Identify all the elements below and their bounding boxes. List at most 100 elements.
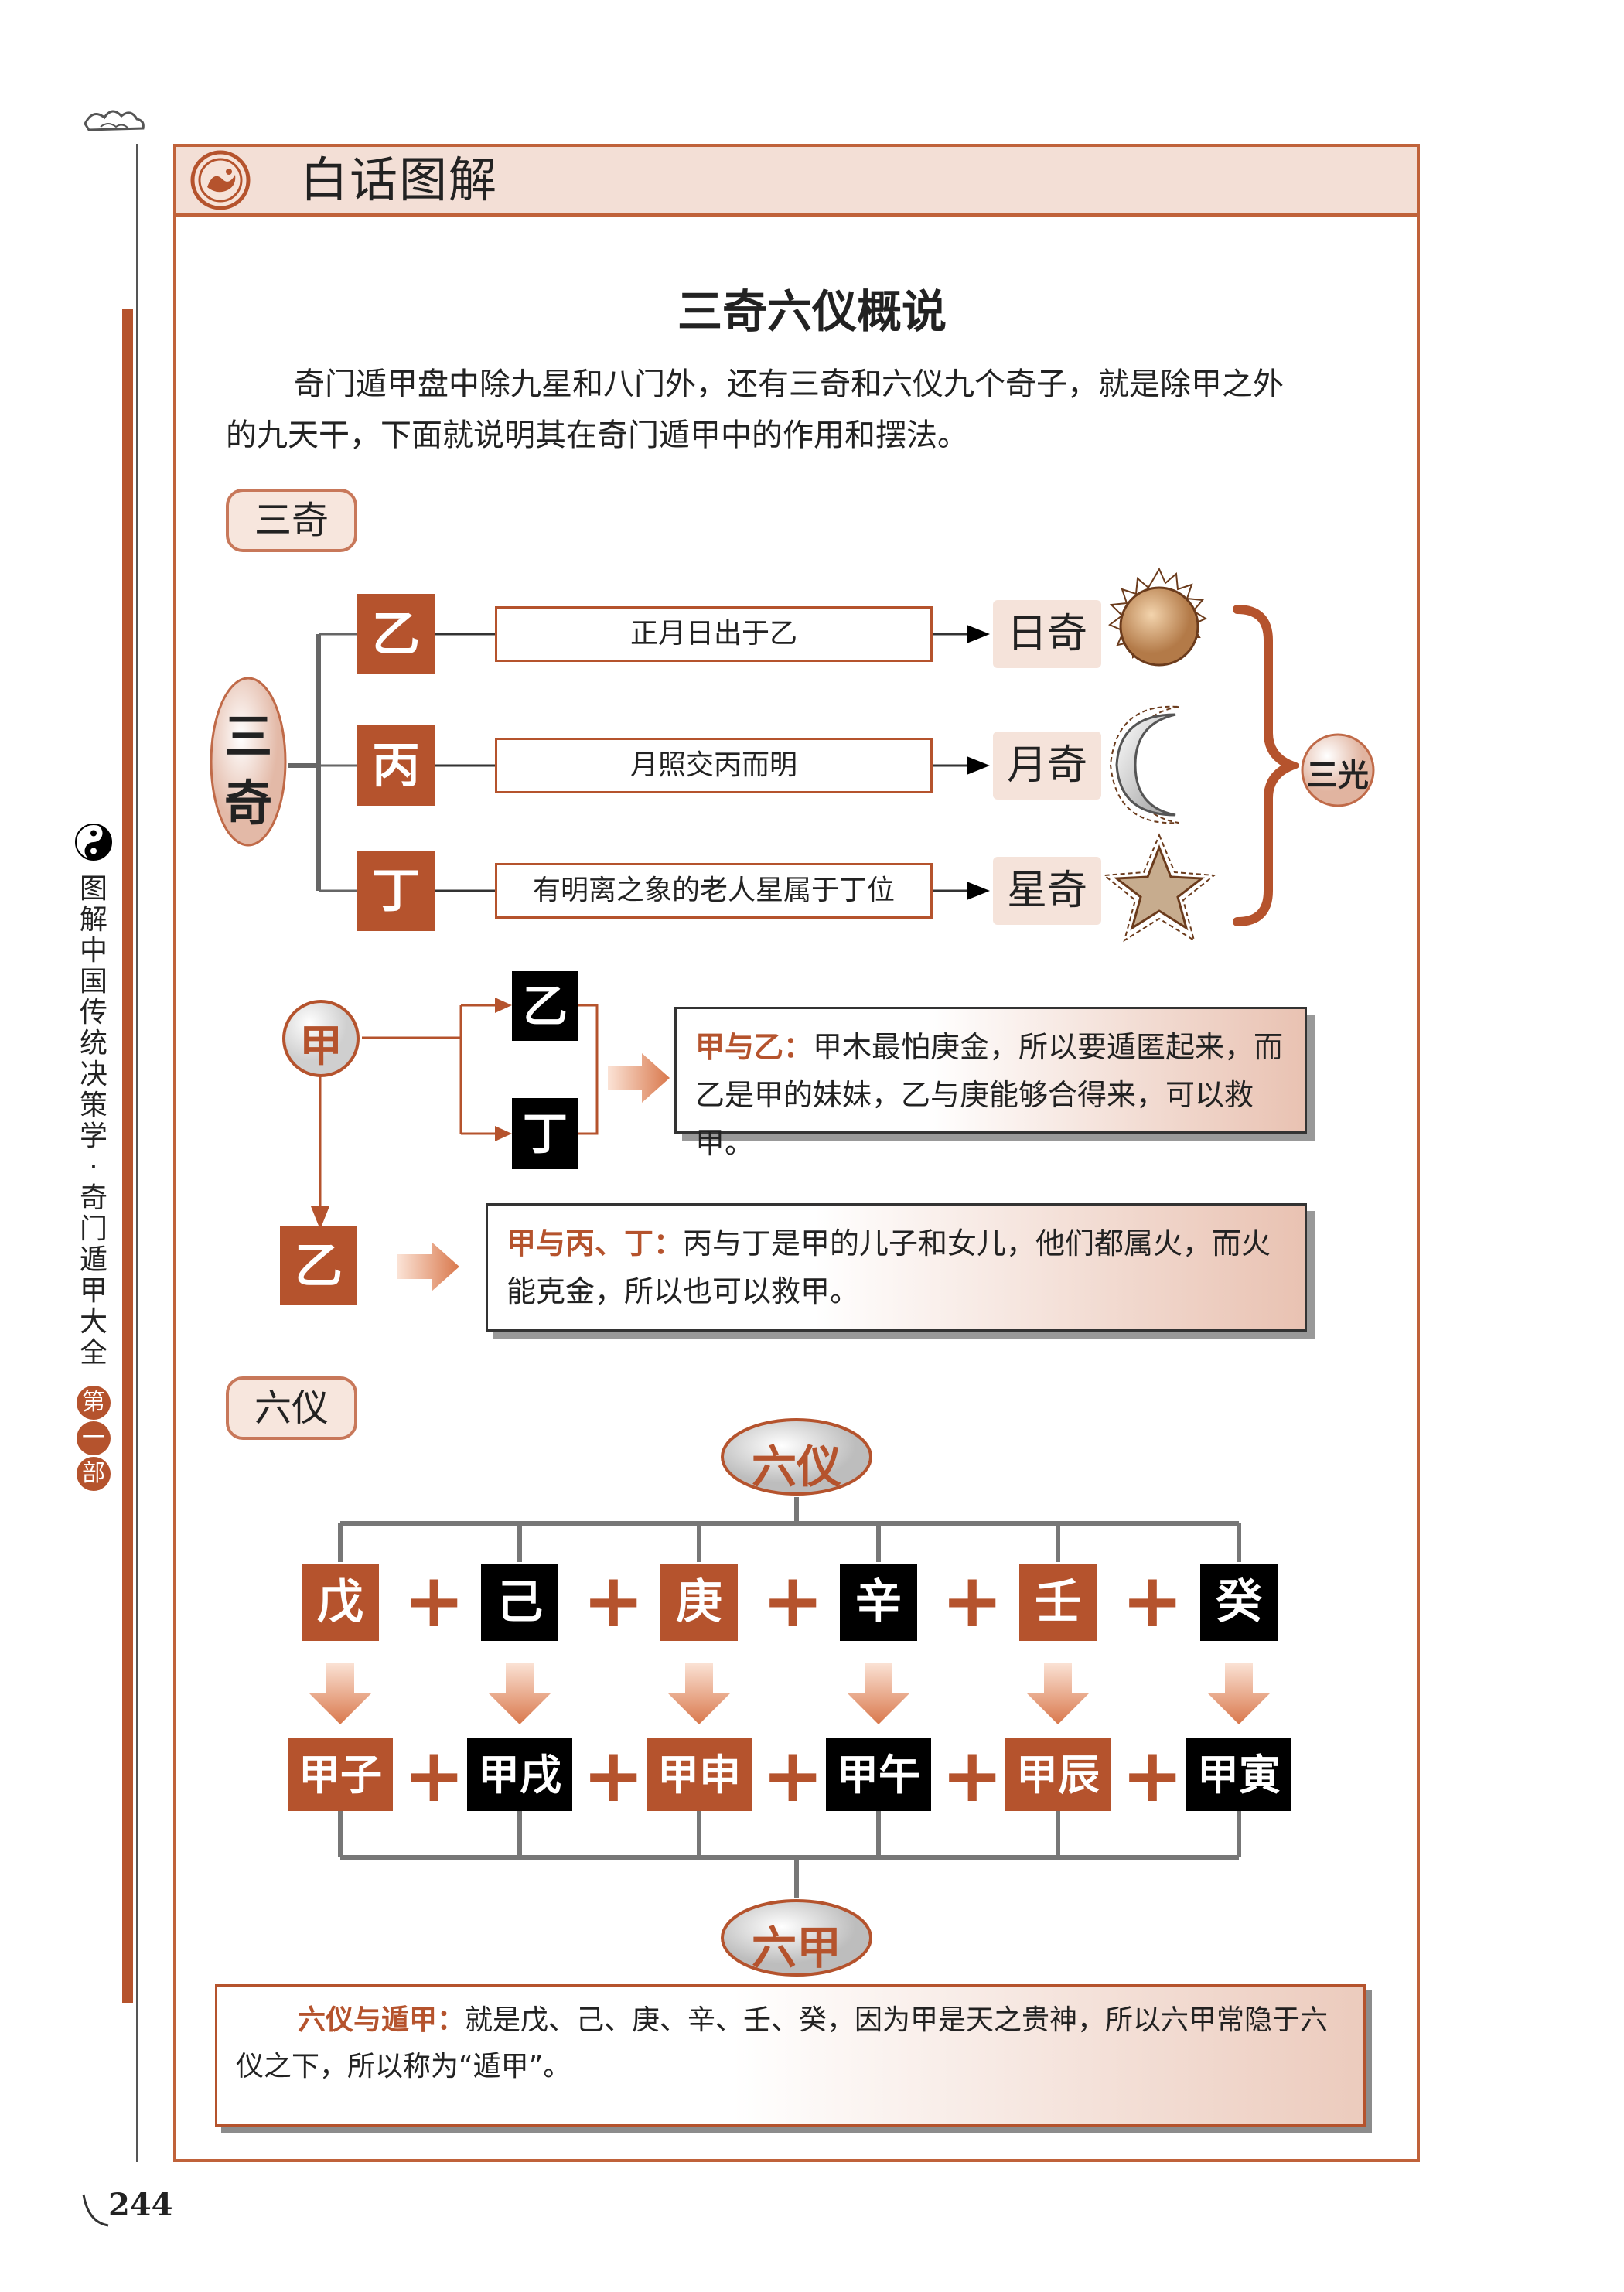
three-lights-brace: [1233, 605, 1299, 926]
plus-sign: +: [762, 1732, 824, 1819]
stem-box-bing: 丙: [357, 725, 435, 806]
series-title-char: 奇: [79, 1182, 107, 1214]
yin-yang-icon: [75, 824, 112, 861]
plus-sign: +: [403, 1732, 466, 1819]
note-jia-yi-line2: 乙是甲的妹妹，乙与庚能够合得来，可以救甲。: [695, 1078, 1254, 1160]
plus-sign: +: [582, 1557, 645, 1644]
note-liuyi-dunjia: 六仪与遁甲：就是戊、己、庚、辛、壬、癸，因为甲是天之贵神，所以六甲常隐于六 仪之…: [215, 1984, 1366, 2127]
three-lights-label: 三光: [1307, 758, 1369, 793]
liuyi-bottom-oval: [721, 1899, 872, 1977]
stem-box-ding-black: 丁: [512, 1098, 578, 1169]
liuyi-stem-box: 壬: [1019, 1564, 1097, 1641]
part-label-char: 第: [77, 1386, 111, 1420]
jia-connector-lines: [311, 998, 599, 1230]
note-liuyi-dunjia-line2: 仪之下，所以称为“遁甲”。: [236, 2051, 571, 2082]
stem-box-yi: 乙: [357, 594, 435, 674]
stem-box-yi-black: 乙: [512, 971, 578, 1041]
series-title-char: 门: [79, 1213, 107, 1245]
star-icon: [1102, 833, 1216, 943]
page-number: 244: [108, 2187, 173, 2223]
arrow-right-icon: [608, 1053, 670, 1103]
series-title-char: 国: [79, 966, 107, 998]
intro-line-2: 的九天干，下面就说明其在奇门遁甲中的作用和摆法。: [226, 418, 968, 453]
series-title-char: ·: [89, 1151, 98, 1183]
series-title-char: 决: [79, 1059, 107, 1090]
arrow-down-icon: [309, 1663, 371, 1724]
liuyi-jia-box: 甲子: [288, 1738, 393, 1811]
series-title-char: 学: [79, 1120, 107, 1152]
page-number-flourish-icon: [82, 2194, 109, 2227]
arrow-down-icon: [848, 1663, 909, 1724]
section-label-sanqi: 三奇: [226, 489, 357, 552]
sanqi-root-oval: [210, 677, 287, 847]
section-label-liuyi: 六仪: [226, 1376, 357, 1440]
note-jia-yi-lead: 甲与乙：: [695, 1029, 814, 1064]
series-title-char: 全: [79, 1337, 107, 1369]
jia-label: 甲: [299, 1021, 343, 1072]
stem-box-yi-lower: 乙: [280, 1226, 357, 1305]
dragon-emblem-icon: [190, 150, 251, 210]
banner-title: 白话图解: [300, 152, 499, 208]
liuyi-jia-box: 甲午: [826, 1738, 931, 1811]
arrow-down-icon: [1027, 1663, 1089, 1724]
part-label-char: 一: [77, 1421, 111, 1455]
gutter-line: [136, 144, 138, 2162]
plus-sign: +: [762, 1557, 824, 1644]
name-label-riqi: 日奇: [993, 600, 1101, 668]
sanqi-root-char-1: 三: [224, 708, 273, 765]
plus-sign: +: [403, 1557, 466, 1644]
note-jia-yi: 甲与乙：甲木最怕庚金，所以要遁匿起来，而 乙是甲的妹妹，乙与庚能够合得来，可以救…: [674, 1007, 1307, 1160]
sanqi-connector-lines: [288, 625, 990, 900]
plus-sign: +: [582, 1732, 645, 1819]
liuyi-jia-box: 甲戌: [467, 1738, 572, 1811]
liuyi-top-label: 六仪: [751, 1441, 841, 1493]
sidebar-bar: [122, 309, 133, 2003]
series-title-char: 大: [79, 1306, 107, 1338]
arrow-down-icon: [489, 1663, 551, 1724]
plus-sign: +: [1121, 1557, 1184, 1644]
sun-icon: [1108, 567, 1208, 667]
liuyi-connector-lines: [338, 1497, 1241, 1898]
plus-sign: +: [941, 1557, 1004, 1644]
series-title-char: 图: [79, 873, 107, 905]
stem-box-ding: 丁: [357, 851, 435, 931]
desc-box-bing: 月照交丙而明: [495, 738, 933, 793]
cloud-ornament-icon: [84, 110, 145, 131]
series-title-char: 遁: [79, 1244, 107, 1276]
arrow-down-icon: [1208, 1663, 1270, 1724]
header-banner: [173, 144, 1420, 217]
series-title-char: 统: [79, 1028, 107, 1059]
liuyi-stem-box: 庚: [660, 1564, 738, 1641]
series-title: 图解中国传统决策学·奇门遁甲大全: [74, 874, 113, 1369]
part-label-char: 部: [77, 1457, 111, 1491]
plus-sign: +: [1121, 1732, 1184, 1819]
liuyi-jia-box: 甲申: [647, 1738, 752, 1811]
page-title: 三奇六仪概说: [677, 285, 947, 338]
series-title-char: 甲: [79, 1275, 107, 1307]
liuyi-stem-box: 戊: [302, 1564, 379, 1641]
series-title-char: 策: [79, 1090, 107, 1121]
series-title-char: 中: [79, 935, 107, 967]
liuyi-stem-box: 辛: [840, 1564, 917, 1641]
liuyi-bottom-label: 六甲: [751, 1922, 841, 1974]
three-lights-circle: [1301, 733, 1375, 807]
series-title-char: 解: [79, 904, 107, 936]
note-jia-bingding-line2: 能克金，所以也可以救甲。: [507, 1274, 860, 1308]
liuyi-stem-box: 己: [481, 1564, 558, 1641]
note-jia-yi-line1: 甲木最怕庚金，所以要遁匿起来，而: [813, 1030, 1284, 1064]
liuyi-stem-box: 癸: [1200, 1564, 1278, 1641]
note-liuyi-dunjia-lead: 六仪与遁甲：: [298, 2004, 466, 2036]
desc-box-yi: 正月日出于乙: [495, 606, 933, 662]
name-label-yueqi: 月奇: [993, 732, 1101, 800]
jia-circle: [282, 1000, 360, 1077]
note-jia-bingding-line1: 丙与丁是甲的儿子和女儿，他们都属火，而火: [683, 1226, 1271, 1260]
note-liuyi-dunjia-line1: 就是戊、己、庚、辛、壬、癸，因为甲是天之贵神，所以六甲常隐于六: [465, 2004, 1329, 2036]
plus-sign: +: [941, 1732, 1004, 1819]
series-title-char: 传: [79, 997, 107, 1028]
moon-icon: [1109, 705, 1179, 824]
note-jia-bingding-lead: 甲与丙、丁：: [507, 1226, 684, 1260]
note-jia-bingding: 甲与丙、丁：丙与丁是甲的儿子和女儿，他们都属火，而火 能克金，所以也可以救甲。: [486, 1203, 1307, 1332]
liuyi-jia-box: 甲辰: [1005, 1738, 1111, 1811]
intro-line-1: 奇门遁甲盘中除九星和八门外，还有三奇和六仪九个奇子，就是除甲之外: [294, 367, 1284, 402]
arrow-right-icon: [397, 1242, 459, 1291]
